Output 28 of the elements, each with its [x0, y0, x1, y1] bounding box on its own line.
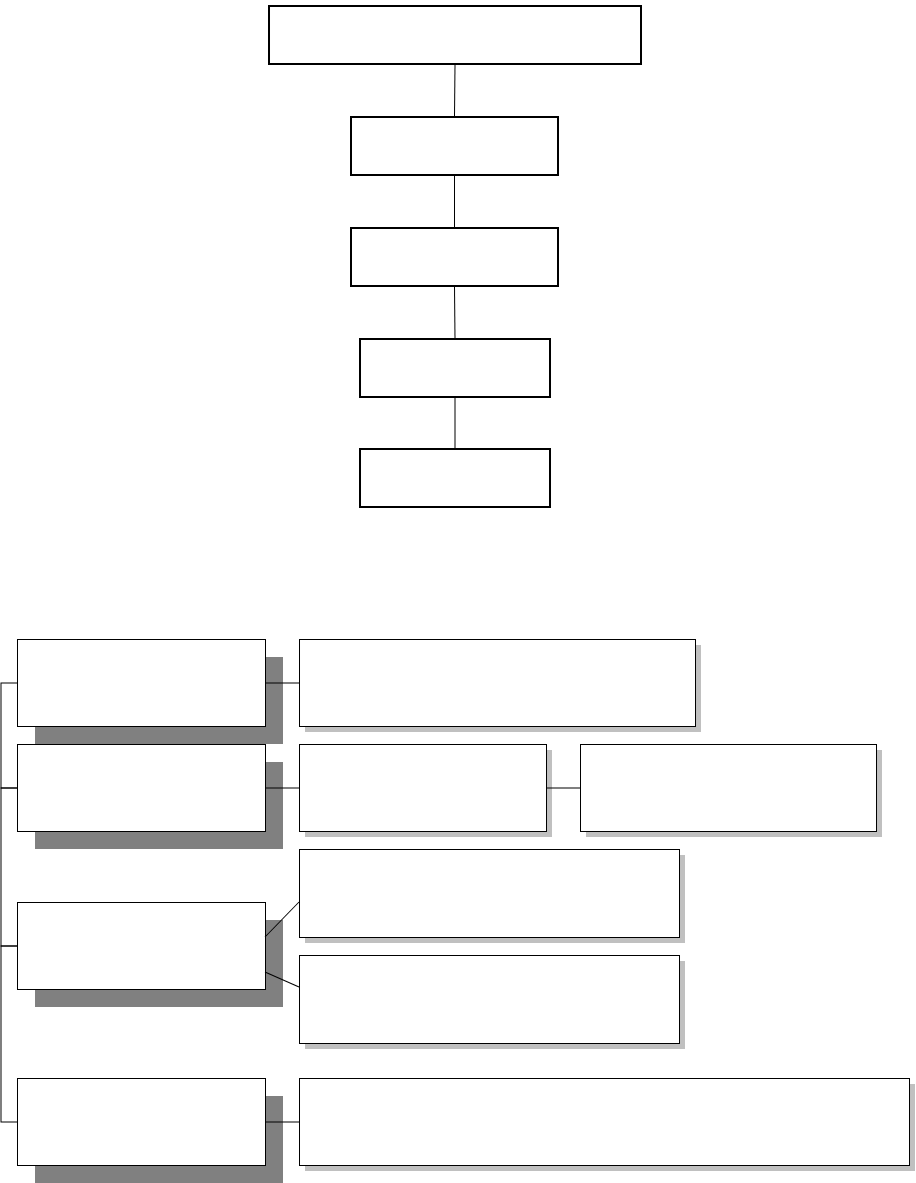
bracket-line: [0, 945, 18, 1123]
connector-line: [454, 64, 456, 117]
connector-line: [546, 787, 581, 789]
connector-line: [265, 787, 300, 789]
box: [17, 744, 283, 849]
box: [299, 849, 685, 943]
box: [299, 744, 552, 837]
box: [17, 902, 283, 1007]
box: [268, 5, 642, 65]
box: [299, 1078, 915, 1171]
box: [17, 1078, 283, 1183]
connector-line: [454, 397, 456, 449]
connector-line: [454, 286, 456, 339]
box: [350, 116, 559, 176]
box: [580, 744, 882, 837]
box: [350, 227, 559, 287]
bracket-line: [0, 682, 18, 789]
box: [299, 955, 685, 1049]
box: [299, 639, 701, 732]
connector-line: [264, 901, 300, 938]
box: [359, 448, 551, 508]
connector-line: [264, 971, 300, 988]
box: [17, 639, 283, 744]
box: [359, 338, 551, 398]
connector-line: [454, 175, 455, 228]
connector-line: [265, 682, 300, 684]
bracket-line: [0, 787, 18, 947]
connector-line: [265, 1121, 300, 1123]
